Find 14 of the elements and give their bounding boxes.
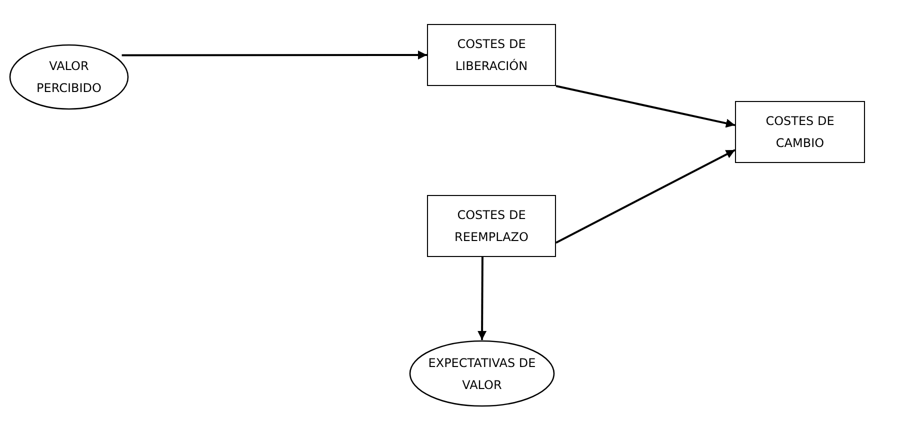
arrow xyxy=(556,85,736,128)
node-label: EXPECTATIVAS DE VALOR xyxy=(427,354,537,394)
process-box xyxy=(427,195,556,257)
ellipse-node xyxy=(9,44,129,110)
ellipse-node xyxy=(409,340,555,407)
node-label: COSTES DE LIBERACIÓN xyxy=(454,36,529,75)
arrow xyxy=(122,50,427,60)
node-label: COSTES DE REEMPLAZO xyxy=(454,207,530,246)
node-label: VALOR PERCIBIDO xyxy=(36,58,102,97)
arrow xyxy=(556,149,736,244)
node-label: COSTES DE CAMBIO xyxy=(764,113,836,152)
process-box xyxy=(427,24,556,86)
arrow xyxy=(478,257,487,340)
process-box xyxy=(735,101,865,163)
